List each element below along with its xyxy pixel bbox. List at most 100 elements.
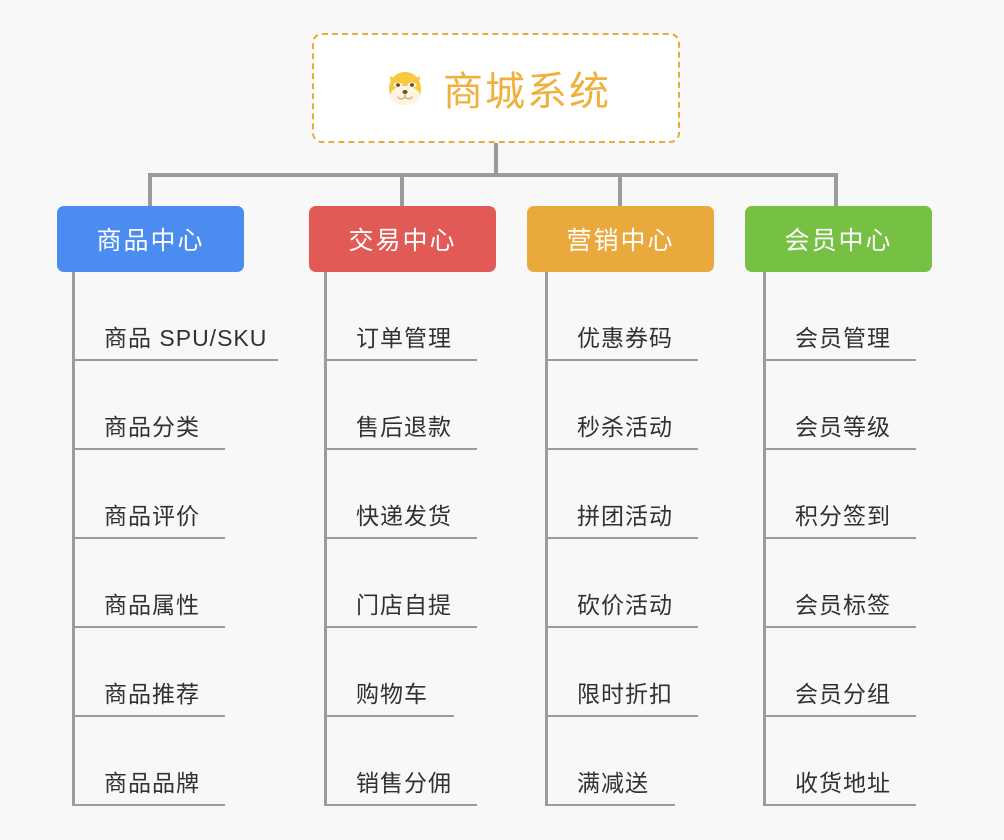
leaf-item-label: 商品分类 — [104, 414, 200, 440]
branch-trade-center: 交易中心订单管理售后退款快递发货门店自提购物车销售分佣 — [309, 206, 496, 806]
leaf-item-label: 快递发货 — [356, 503, 452, 529]
leaf-item[interactable]: 快递发货 — [324, 450, 496, 539]
leaf-item[interactable]: 砍价活动 — [545, 539, 714, 628]
leaf-item-label: 商品 SPU/SKU — [104, 325, 268, 351]
leaf-item-label: 会员管理 — [795, 325, 891, 351]
leaf-item-underline — [324, 715, 454, 717]
leaf-item[interactable]: 商品评价 — [72, 450, 244, 539]
leaf-item-label: 售后退款 — [356, 414, 452, 440]
leaf-item-underline — [324, 359, 477, 361]
branch-header-member-center[interactable]: 会员中心 — [745, 206, 932, 272]
leaf-item-underline — [72, 359, 278, 361]
leaf-item-underline — [72, 715, 225, 717]
leaf-spine — [545, 272, 548, 806]
leaf-item-label: 订单管理 — [356, 325, 452, 351]
leaf-item-label: 秒杀活动 — [577, 414, 673, 440]
leaf-item-label: 销售分佣 — [356, 770, 452, 796]
branch-header-marketing-center[interactable]: 营销中心 — [527, 206, 714, 272]
leaf-item-label: 积分签到 — [795, 503, 891, 529]
branch-header-label: 交易中心 — [348, 227, 457, 255]
leaf-item-label: 购物车 — [356, 681, 428, 707]
leaf-item-label: 砍价活动 — [577, 592, 673, 618]
leaf-item[interactable]: 会员标签 — [763, 539, 932, 628]
leaf-item[interactable]: 会员等级 — [763, 361, 932, 450]
leaf-item[interactable]: 收货地址 — [763, 717, 932, 806]
leaf-item[interactable]: 商品推荐 — [72, 628, 244, 717]
connector-drop-2 — [400, 173, 404, 208]
leaf-item-underline — [324, 448, 477, 450]
leaf-item-label: 优惠券码 — [577, 325, 673, 351]
leaf-list-trade-center: 订单管理售后退款快递发货门店自提购物车销售分佣 — [324, 272, 496, 806]
leaf-item-label: 收货地址 — [795, 770, 891, 796]
leaf-item-underline — [545, 359, 698, 361]
leaf-spine — [72, 272, 75, 806]
leaf-item[interactable]: 订单管理 — [324, 272, 496, 361]
leaf-item[interactable]: 商品分类 — [72, 361, 244, 450]
branch-marketing-center: 营销中心优惠券码秒杀活动拼团活动砍价活动限时折扣满减送 — [527, 206, 714, 806]
connector-drop-1 — [148, 173, 152, 208]
leaf-list-product-center: 商品 SPU/SKU 商品分类商品评价商品属性商品推荐商品品牌 — [72, 272, 278, 806]
leaf-item-underline — [763, 715, 916, 717]
connector-bus — [148, 173, 838, 177]
shiba-dog-face-icon — [381, 64, 429, 112]
leaf-item-underline — [324, 537, 477, 539]
leaf-item-label: 商品评价 — [104, 503, 200, 529]
leaf-spine — [324, 272, 327, 806]
branch-header-label: 商品中心 — [96, 227, 205, 255]
branch-header-trade-center[interactable]: 交易中心 — [309, 206, 496, 272]
leaf-spine — [763, 272, 766, 806]
leaf-list-marketing-center: 优惠券码秒杀活动拼团活动砍价活动限时折扣满减送 — [545, 272, 714, 806]
branch-member-center: 会员中心会员管理会员等级积分签到会员标签会员分组收货地址 — [745, 206, 932, 806]
leaf-list-member-center: 会员管理会员等级积分签到会员标签会员分组收货地址 — [763, 272, 932, 806]
leaf-item-label: 商品推荐 — [104, 681, 200, 707]
connector-trunk — [494, 143, 498, 175]
leaf-item-underline — [763, 359, 916, 361]
branch-header-label: 营销中心 — [566, 227, 675, 255]
leaf-item[interactable]: 购物车 — [324, 628, 496, 717]
leaf-item-underline — [324, 804, 477, 806]
leaf-item-label: 会员标签 — [795, 592, 891, 618]
leaf-item-label: 门店自提 — [356, 592, 452, 618]
root-title: 商城系统 — [443, 70, 611, 114]
leaf-item[interactable]: 商品品牌 — [72, 717, 244, 806]
leaf-item-underline — [72, 804, 225, 806]
leaf-item[interactable]: 售后退款 — [324, 361, 496, 450]
leaf-item-underline — [72, 448, 225, 450]
leaf-item-underline — [545, 715, 698, 717]
leaf-item[interactable]: 商品 SPU/SKU — [72, 272, 278, 361]
leaf-item-underline — [545, 804, 675, 806]
leaf-item-underline — [763, 804, 916, 806]
leaf-item-underline — [545, 626, 698, 628]
leaf-item-underline — [763, 626, 916, 628]
leaf-item[interactable]: 门店自提 — [324, 539, 496, 628]
leaf-item-label: 限时折扣 — [577, 681, 673, 707]
leaf-item[interactable]: 满减送 — [545, 717, 714, 806]
connector-drop-3 — [618, 173, 622, 208]
leaf-item[interactable]: 拼团活动 — [545, 450, 714, 539]
leaf-item[interactable]: 销售分佣 — [324, 717, 496, 806]
leaf-item-underline — [763, 448, 916, 450]
leaf-item[interactable]: 优惠券码 — [545, 272, 714, 361]
leaf-item-underline — [72, 537, 225, 539]
leaf-item-label: 会员分组 — [795, 681, 891, 707]
leaf-item-underline — [763, 537, 916, 539]
leaf-item[interactable]: 积分签到 — [763, 450, 932, 539]
leaf-item-label: 满减送 — [577, 770, 649, 796]
leaf-item-underline — [545, 448, 698, 450]
leaf-item-label: 商品属性 — [104, 592, 200, 618]
branch-header-product-center[interactable]: 商品中心 — [57, 206, 244, 272]
leaf-item[interactable]: 会员分组 — [763, 628, 932, 717]
root-node-shop-system[interactable]: 商城系统 — [312, 33, 680, 143]
leaf-item[interactable]: 限时折扣 — [545, 628, 714, 717]
leaf-item[interactable]: 商品属性 — [72, 539, 244, 628]
leaf-item-underline — [72, 626, 225, 628]
leaf-item-label: 商品品牌 — [104, 770, 200, 796]
branch-header-label: 会员中心 — [784, 227, 893, 255]
branch-product-center: 商品中心商品 SPU/SKU 商品分类商品评价商品属性商品推荐商品品牌 — [57, 206, 278, 806]
leaf-item[interactable]: 秒杀活动 — [545, 361, 714, 450]
connector-drop-4 — [834, 173, 838, 208]
leaf-item-underline — [545, 537, 698, 539]
leaf-item[interactable]: 会员管理 — [763, 272, 932, 361]
leaf-item-underline — [324, 626, 477, 628]
